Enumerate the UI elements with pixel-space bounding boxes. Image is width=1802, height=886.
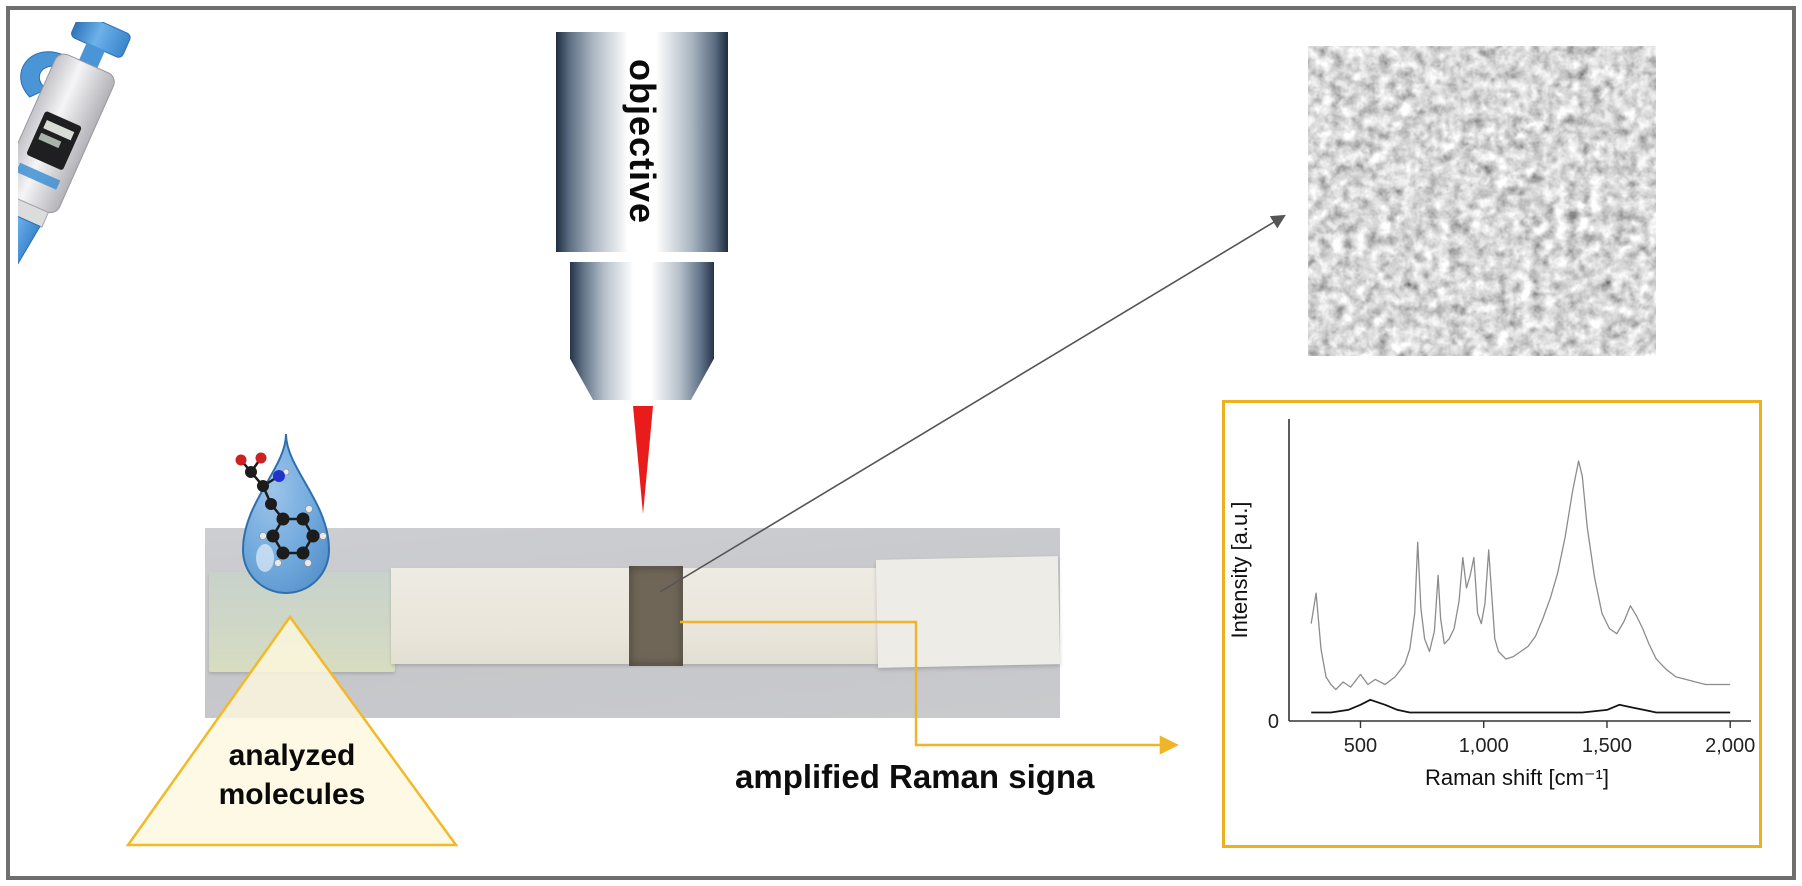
spectrum-series-0 xyxy=(1310,460,1731,691)
pipette-lower-cone xyxy=(18,207,41,288)
nitrogen-atom xyxy=(273,470,285,482)
laser-beam-icon xyxy=(633,406,653,514)
sample-droplet xyxy=(235,433,331,594)
x-tick-label: 1,000 xyxy=(1459,735,1509,757)
sers-active-patch xyxy=(629,566,683,666)
strip-absorbent-pad xyxy=(875,556,1061,668)
sem-noise-texture xyxy=(1308,46,1656,356)
pipette-illustration xyxy=(18,22,131,288)
analyzed-molecules-label: analyzed molecules xyxy=(125,736,459,814)
objective-label: objective xyxy=(622,59,663,225)
y-axis-title: Intensity [a.u.] xyxy=(1227,502,1252,639)
analyzed-molecules-line2: molecules xyxy=(218,778,366,811)
oxygen-atom-2 xyxy=(255,452,267,464)
laser-beam-shape xyxy=(633,406,653,514)
pipette-display-digits2 xyxy=(38,132,62,149)
x-tick-label: 1,500 xyxy=(1582,735,1632,757)
sem-image xyxy=(1308,46,1656,356)
pipette-finger-hook xyxy=(20,51,63,98)
analyte-molecule xyxy=(235,452,327,567)
droplet-highlight xyxy=(256,544,274,572)
pipette-brand-stripe xyxy=(18,162,61,190)
amplified-signal-label: amplified Raman signa xyxy=(735,758,1095,795)
analyzed-molecules-callout xyxy=(125,614,459,847)
pipette-display-digits xyxy=(43,119,75,141)
x-axis-title: Raman shift [cm⁻¹] xyxy=(1425,765,1609,790)
callout-triangle-shape xyxy=(125,614,459,847)
spectrum-series-1 xyxy=(1311,698,1731,714)
y-zero-label: 0 xyxy=(1268,711,1279,733)
objective-lens xyxy=(570,262,714,400)
x-tick-label: 500 xyxy=(1344,735,1377,757)
oxygen-atom-1 xyxy=(235,454,247,466)
x-tick-label: 2,000 xyxy=(1705,735,1755,757)
analyzed-molecules-line1: analyzed xyxy=(228,739,356,772)
objective-barrel: objective xyxy=(556,32,728,252)
